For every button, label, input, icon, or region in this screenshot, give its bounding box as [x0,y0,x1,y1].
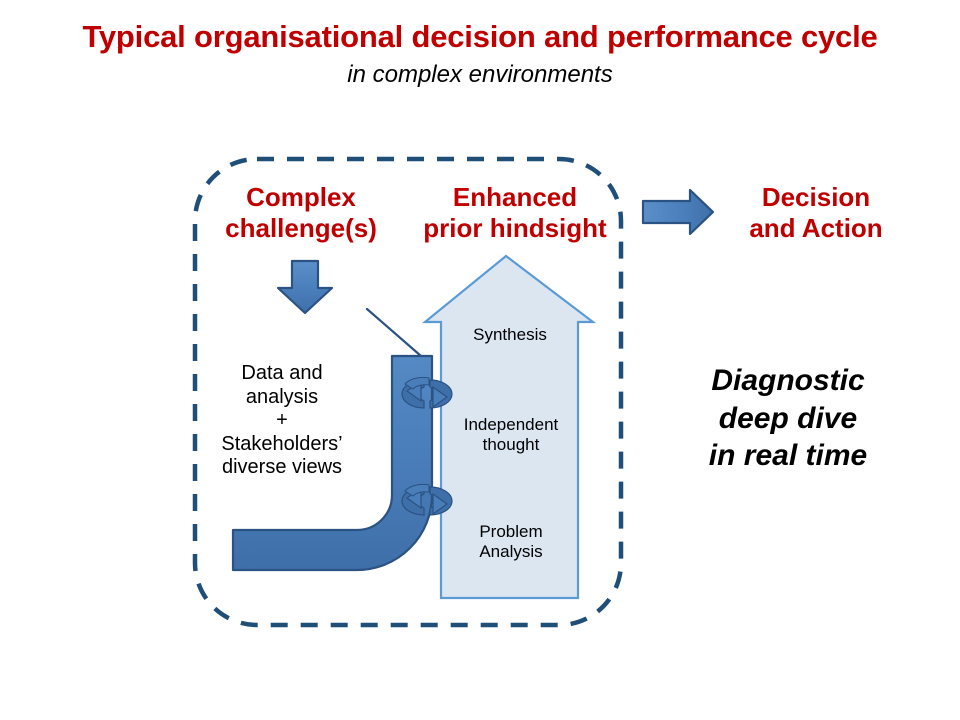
title-block: Typical organisational decision and perf… [0,19,960,89]
arrow-up-icon [421,254,597,600]
label-complex-challenges: Complex challenge(s) [225,182,377,243]
callout-diagnostic-deep-dive: Diagnostic deep dive in real time [708,364,868,472]
page-title: Typical organisational decision and perf… [82,19,878,54]
label-stage-synthesis: Synthesis [473,325,547,344]
label-decision-and-action: Decision and Action [749,182,883,243]
dashed-cycle-boundary [192,156,624,628]
label-enhanced-prior-hindsight: Enhanced prior hindsight [423,182,607,243]
circular-arrows-icon [401,483,453,516]
label-stage-independent-thought: Independent thought [463,415,559,455]
label-stage-problem-analysis: Problem Analysis [479,522,543,562]
bent-up-arrow-icon [231,307,434,572]
circular-arrows-icon [401,376,453,409]
label-data-and-stakeholder-inputs: Data and analysis + Stakeholders’ divers… [221,362,343,479]
arrow-right-icon [641,188,715,236]
page-subtitle: in complex environments [347,61,613,89]
arrow-down-icon [276,259,334,315]
